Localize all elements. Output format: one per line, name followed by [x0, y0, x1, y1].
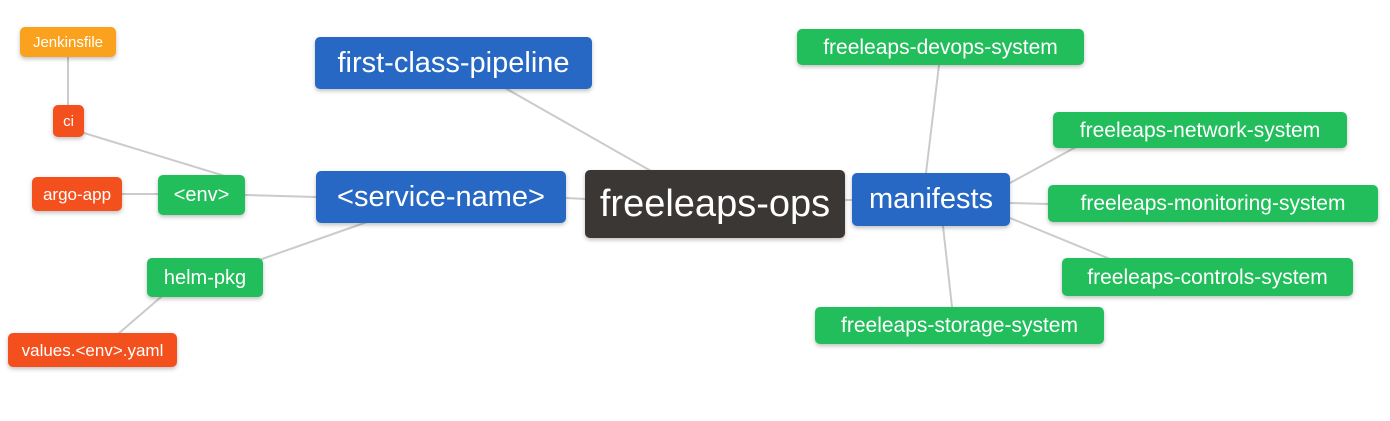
node-jenkinsfile[interactable]: Jenkinsfile [20, 27, 116, 57]
edge-service-name-ops [565, 197, 587, 200]
edge-env-service-name [244, 194, 317, 198]
node-helm-pkg[interactable]: helm-pkg [147, 258, 263, 297]
edge-ci-env [83, 132, 229, 178]
edge-manifests-storage [942, 225, 953, 308]
edge-service-name-helm-pkg [261, 221, 368, 260]
edge-manifests-monitoring [1009, 202, 1049, 205]
node-ci[interactable]: ci [53, 105, 84, 137]
edge-manifests-devops [925, 64, 940, 174]
node-values-env-yaml[interactable]: values.<env>.yaml [8, 333, 177, 367]
node-manifests[interactable]: manifests [852, 173, 1010, 226]
node-network-system[interactable]: freeleaps-network-system [1053, 112, 1347, 148]
node-env[interactable]: <env> [158, 175, 245, 215]
node-storage-system[interactable]: freeleaps-storage-system [815, 307, 1104, 344]
node-first-class-pipeline[interactable]: first-class-pipeline [315, 37, 592, 89]
node-argo-app[interactable]: argo-app [32, 177, 122, 211]
node-freeleaps-ops-root[interactable]: freeleaps-ops [585, 170, 845, 238]
edge-manifests-controls [1009, 217, 1111, 260]
edge-helm-pkg-values [117, 296, 162, 335]
node-devops-system[interactable]: freeleaps-devops-system [797, 29, 1084, 65]
edge-pipeline-ops [504, 87, 652, 172]
node-monitoring-system[interactable]: freeleaps-monitoring-system [1048, 185, 1378, 222]
node-service-name[interactable]: <service-name> [316, 171, 566, 223]
edge-manifests-network [1009, 146, 1077, 184]
node-controls-system[interactable]: freeleaps-controls-system [1062, 258, 1353, 296]
